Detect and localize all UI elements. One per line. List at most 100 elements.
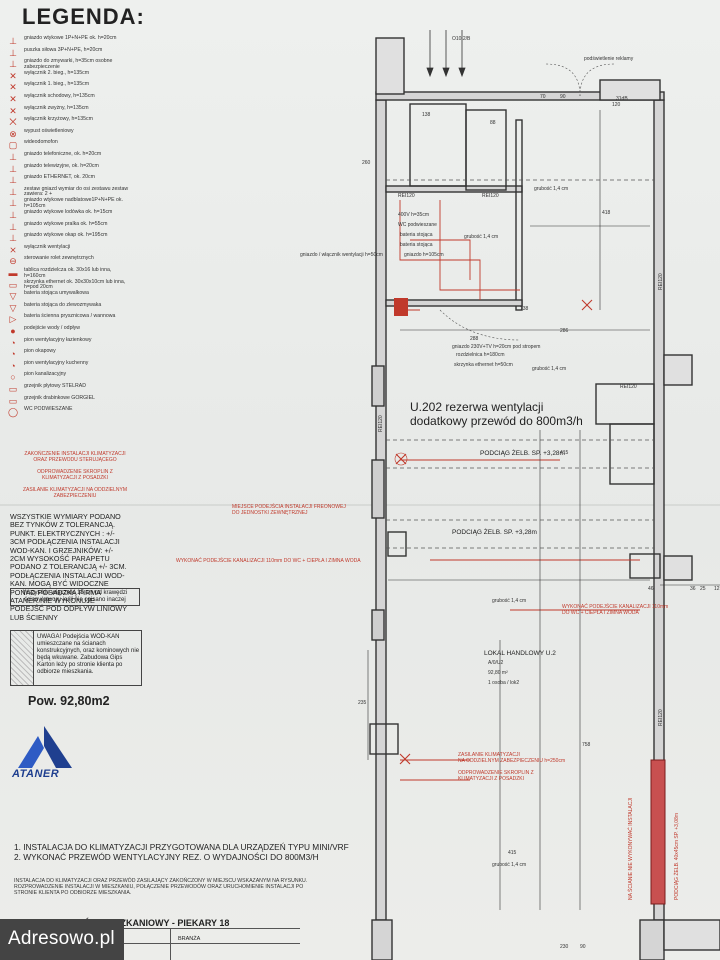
dimension-label: 415	[560, 450, 569, 456]
freon-note: MIEJSCE PODEJŚCIA INSTALACJI FREONOWEJ D…	[232, 504, 346, 516]
washer-socket-icon: ⊥	[9, 221, 17, 232]
legend-item-label: pion wentylacyjny łazienkowy	[24, 336, 92, 343]
legend-item-label: bateria stojąca do zlewozmywaka	[24, 301, 102, 308]
switch-2-icon: ✕	[9, 70, 17, 81]
dimension-label: 415	[508, 850, 517, 856]
warning-box: UWAGA! Podejścia WOD-KAN umieszczane na …	[10, 630, 142, 686]
dimension-label: 758	[582, 742, 591, 748]
door-swings	[439, 63, 615, 341]
phone-socket-icon: ⊥	[9, 152, 17, 162]
entrance-arrows	[426, 30, 466, 78]
cross-switch-icon: ⨉	[9, 117, 17, 128]
title-block	[0, 928, 300, 960]
legend-item-label: grzejnik płytowy STELRAD	[24, 383, 86, 389]
dimension-label: 46	[648, 586, 654, 592]
dimension-label: 31dB	[616, 96, 628, 102]
legend-item-label: wideodomofon	[24, 139, 58, 146]
watermark-text: Adresowo.pl	[8, 928, 115, 949]
switch-stair-icon: ✕	[9, 94, 17, 104]
switch-offset-note: Wszystkie włączniki 15 cm od krawędzi śc…	[10, 588, 140, 606]
fan-switch-icon: ⨯	[9, 244, 17, 255]
legend-red-note: ODPROWADZENIE SKROPLIN Z KLIMATYZACJI Z …	[37, 469, 113, 481]
fridge-socket-icon: ⊥	[9, 210, 17, 220]
sewer-icon: ○	[10, 372, 16, 383]
fixture-label: bateria stojąca	[400, 232, 433, 238]
thickness-label: grubość 1,4 cm	[492, 598, 527, 604]
legend-red-note: ZAKOŃCZENIE INSTALACJI KLIMATYZACJI ORAZ…	[24, 451, 126, 463]
axis-label: O10.2/B	[452, 36, 471, 42]
fixture-label: bateria stojąca	[400, 242, 433, 248]
legend-item-label: puszka siłowa 3P+N+PE, h=20cm	[24, 46, 103, 53]
ac-points	[394, 299, 593, 765]
sink-standing-icon: ▽	[9, 302, 17, 313]
legend-item-label: WC PODWIESZANE	[24, 406, 73, 413]
beam-label: PODCIĄG ŻELB. SP. +3,28m	[452, 529, 537, 536]
ac-power-note: ZASILANIE KLIMATYZACJI NA ODDZIELNYM ZAB…	[458, 752, 566, 764]
legend-item-label: zestaw gniazd wymiar do osi zestawu zest…	[24, 185, 129, 198]
rei-label: REI120	[482, 193, 499, 199]
legend-item-label: gniazdo wtykowe 1P+N+PE ok. h=20cm	[24, 35, 117, 41]
project-name: ZESPÓŁ MIESZKANIOWY - PIEKARY 18	[60, 918, 230, 928]
fixture-label: gniazdo 230V+TV h=20cm pod stropem	[452, 344, 541, 350]
legend-item-label: grzejnik drabinkowe GORGIEL	[24, 394, 95, 401]
bath-mixer-icon: ▷	[9, 314, 17, 325]
dimension-label: 286	[560, 328, 569, 334]
legend-item-label: pion wentylacyjny kuchenny	[24, 359, 89, 366]
vent-bathroom-icon: ◔	[10, 337, 16, 348]
drain-note-2: WYKONAĆ PODEJŚCIE KANALIZACJI 110mm DO W…	[562, 604, 669, 616]
legend-item-label: gniazdo do zmywarki, h=35cm osobne zabez…	[24, 58, 113, 70]
room-code: 1 osoba / lok2	[488, 680, 520, 686]
rei-label: REI120	[658, 709, 664, 726]
legend-item-label: bateria stojąca umywalkowa	[24, 290, 89, 297]
watermark: Adresowo.pl	[0, 919, 124, 960]
dimension-label: 88	[490, 120, 496, 126]
water-connection-icon: ●	[10, 326, 16, 336]
double-socket-icon: ⊥	[9, 186, 17, 197]
walls	[369, 37, 720, 960]
light-outlet-icon: ⊗	[9, 128, 17, 139]
area-total: Pow. 92,80m2	[28, 694, 110, 708]
legend-item-label: gniazdo ETHERNET, ok. 20cm	[24, 174, 95, 181]
fixture-label: skrzynka ethernet h=50cm	[454, 362, 513, 368]
dimension-label: 90	[580, 944, 586, 950]
thickness-label: grubość 1,4 cm	[492, 862, 527, 868]
thickness-label: grubość 1,4 cm	[534, 186, 569, 192]
room-label: LOKAL HANDLOWY U.2	[484, 650, 556, 657]
title-block-divider	[170, 929, 171, 960]
ventilation-reserve-note: U.202 rezerwa wentylacji dodatkowy przew…	[410, 400, 583, 428]
title-block-row	[0, 943, 300, 944]
thickness-label: grubość 1,4 cm	[464, 234, 499, 240]
legend-item-label: skrzynka ethernet ok. 30x30x10cm lub inn…	[24, 278, 126, 291]
electrical-panel	[394, 298, 408, 316]
room-code: A/0/U2	[488, 660, 504, 666]
legend-item-label: wyłącznik schodowy, h=135cm	[24, 93, 95, 99]
legend-item-label: pion kanalizacyjny	[24, 371, 67, 378]
legend-red-note: ZASILANIE KLIMATYZACJI NA ODDZIELNYM ZAB…	[22, 487, 128, 499]
dimension-label: 25	[700, 586, 706, 592]
fixture-label: 400V h=35cm	[398, 212, 429, 218]
rei-label: REI120	[658, 273, 664, 290]
wc-icon: ◯	[7, 407, 19, 418]
rei-label: REI120	[398, 193, 415, 199]
dimension-label: 90	[560, 94, 566, 100]
radiator-ladder-icon: ▭	[8, 395, 18, 406]
bell-switch-icon: ✕	[9, 105, 17, 116]
legend-item-label: pion okapowy	[24, 348, 56, 355]
ataner-logo	[18, 726, 72, 768]
warning-text: UWAGA! Podejścia WOD-KAN umieszczane na …	[37, 634, 140, 675]
dimension-lines	[367, 110, 720, 910]
legend-item-label: gniazdo wtykowe nadblatowe1P+N+PE ok. h=…	[24, 197, 123, 209]
dimension-label: 230	[560, 944, 569, 950]
panel-icon: ▬	[8, 268, 18, 278]
brand-name: ATANER	[12, 768, 60, 780]
legend-item-label: tablica rozdzielcza ok. 30x16 lub inna, …	[24, 267, 112, 279]
dimension-label: 36	[690, 586, 696, 592]
legend-item-label: gniazdo wtykowe pralka ok. h=55cm	[24, 220, 108, 227]
legend-item-label: wyłącznik 2. bieg., h=135cm	[24, 69, 90, 76]
no-install-note: NA ŚCIANIE NIE WYKONYWAĆ INSTALACJI	[628, 797, 634, 900]
socket-1-icon: ⊥	[9, 36, 17, 46]
dimension-label: 138	[520, 306, 529, 312]
dimension-label: 120	[612, 102, 621, 108]
